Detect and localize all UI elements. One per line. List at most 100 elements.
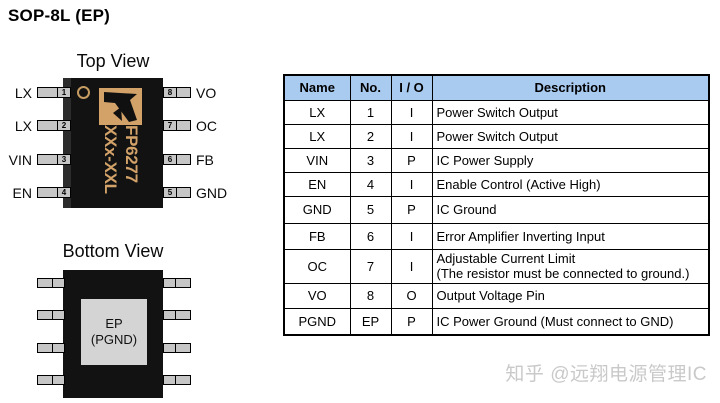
pin-3-name-label: VIN <box>8 152 32 168</box>
table-row: GND 5 P IC Ground <box>283 195 710 224</box>
col-header-no: No. <box>349 74 392 101</box>
cell-io: P <box>390 195 433 224</box>
pin-2-number: 2 <box>57 120 71 131</box>
lead-segment <box>52 343 65 353</box>
bottom-view-pin-lead <box>37 278 65 288</box>
chip-package-top-view: FP6277 XXx-XXL <box>63 78 163 208</box>
cell-no: 5 <box>349 195 392 224</box>
pin-1-number: 1 <box>57 87 71 98</box>
brand-flag-logo-icon <box>99 88 142 125</box>
pin-1: 1 <box>37 87 71 98</box>
chip-marking-lot-code: XXx-XXL <box>101 125 120 194</box>
cell-no: 1 <box>349 99 392 125</box>
lead-segment <box>37 310 53 320</box>
pin-6: 6 <box>163 154 191 165</box>
table-row: VO 8 O Output Voltage Pin <box>283 282 710 309</box>
cell-description: IC Power Ground (Must connect to GND) <box>431 307 710 336</box>
pin-4-number: 4 <box>57 187 71 198</box>
pin-5-lead <box>176 187 191 198</box>
lead-segment <box>175 343 191 353</box>
lead-segment <box>37 375 53 385</box>
cell-io: I <box>390 123 433 149</box>
bottom-view-pin-lead <box>37 375 65 385</box>
zhihu-watermark: 知乎 @远翔电源管理IC <box>505 364 707 385</box>
cell-io: I <box>390 248 433 284</box>
cell-description: Power Switch Output <box>431 99 710 125</box>
col-header-description: Description <box>431 74 710 101</box>
pin-5-name-label: GND <box>196 185 228 201</box>
cell-description: Error Amplifier Inverting Input <box>431 222 710 250</box>
cell-no: 6 <box>349 222 392 250</box>
pin-5: 5 <box>163 187 191 198</box>
cell-name: LX <box>283 99 351 125</box>
cell-no: 3 <box>349 147 392 173</box>
cell-description: IC Power Supply <box>431 147 710 173</box>
pin-6-number: 6 <box>163 154 177 165</box>
col-header-name: Name <box>283 74 351 101</box>
cell-name: GND <box>283 195 351 224</box>
pin-3-number: 3 <box>57 154 71 165</box>
exposed-pad: EP (PGND) <box>81 299 147 365</box>
pin-7: 7 <box>163 120 191 131</box>
cell-description: Output Voltage Pin <box>431 282 710 309</box>
cell-name: OC <box>283 248 351 284</box>
lead-segment <box>52 278 65 288</box>
bottom-view-pin-lead <box>163 310 191 320</box>
bottom-view-pin-lead <box>163 375 191 385</box>
lead-segment <box>37 278 53 288</box>
cell-name: VO <box>283 282 351 309</box>
chip-package-bottom-view: EP (PGND) <box>63 270 163 398</box>
bottom-view-pin-lead <box>37 343 65 353</box>
cell-io: I <box>390 171 433 197</box>
pin-8-lead <box>176 87 191 98</box>
pin1-indicator-dot <box>77 86 90 99</box>
bottom-view-pin-lead <box>37 310 65 320</box>
pin-3-lead <box>37 154 58 165</box>
pin-6-lead <box>176 154 191 165</box>
table-row: LX 1 I Power Switch Output <box>283 99 710 125</box>
table-row: FB 6 I Error Amplifier Inverting Input <box>283 222 710 250</box>
chip-bevel-edge <box>63 78 71 208</box>
pin-4-name-label: EN <box>12 185 32 201</box>
exposed-pad-label-line1: EP <box>105 316 123 331</box>
pin-2-name-label: LX <box>14 118 32 134</box>
lead-segment <box>175 310 191 320</box>
cell-name: EN <box>283 171 351 197</box>
cell-io: P <box>390 307 433 336</box>
pin-2-lead <box>37 120 58 131</box>
cell-io: I <box>390 222 433 250</box>
pin-4-lead <box>37 187 58 198</box>
cell-io: I <box>390 99 433 125</box>
cell-io: P <box>390 147 433 173</box>
pin-4: 4 <box>37 187 71 198</box>
cell-name: FB <box>283 222 351 250</box>
cell-no: 2 <box>349 123 392 149</box>
cell-description: IC Ground <box>431 195 710 224</box>
lead-segment <box>37 343 53 353</box>
page-title: SOP-8L (EP) <box>8 6 111 25</box>
cell-description: Power Switch Output <box>431 123 710 149</box>
lead-segment <box>175 375 191 385</box>
cell-name: VIN <box>283 147 351 173</box>
pin-7-lead <box>176 120 191 131</box>
pin-1-lead <box>37 87 58 98</box>
table-row: PGND EP P IC Power Ground (Must connect … <box>283 307 710 336</box>
cell-no: EP <box>349 307 392 336</box>
lead-segment <box>52 310 65 320</box>
pin-3: 3 <box>37 154 71 165</box>
pin-7-name-label: OC <box>196 118 217 134</box>
chip-marking: FP6277 XXx-XXL <box>99 125 142 198</box>
pin-function-table: Name No. I / O Description LX 1 I Power … <box>283 74 710 336</box>
col-header-io: I / O <box>390 74 433 101</box>
chip-marking-part-number: FP6277 <box>122 125 141 183</box>
table-header-row: Name No. I / O Description <box>283 74 710 101</box>
cell-name: LX <box>283 123 351 149</box>
top-view-label: Top View <box>76 51 150 71</box>
bottom-view-pin-lead <box>163 278 191 288</box>
bottom-view-label: Bottom View <box>62 241 164 261</box>
pin-8-name-label: VO <box>196 85 217 101</box>
cell-description: Enable Control (Active High) <box>431 171 710 197</box>
table-row: OC 7 I Adjustable Current Limit (The res… <box>283 248 710 284</box>
bottom-view-pin-lead <box>163 343 191 353</box>
